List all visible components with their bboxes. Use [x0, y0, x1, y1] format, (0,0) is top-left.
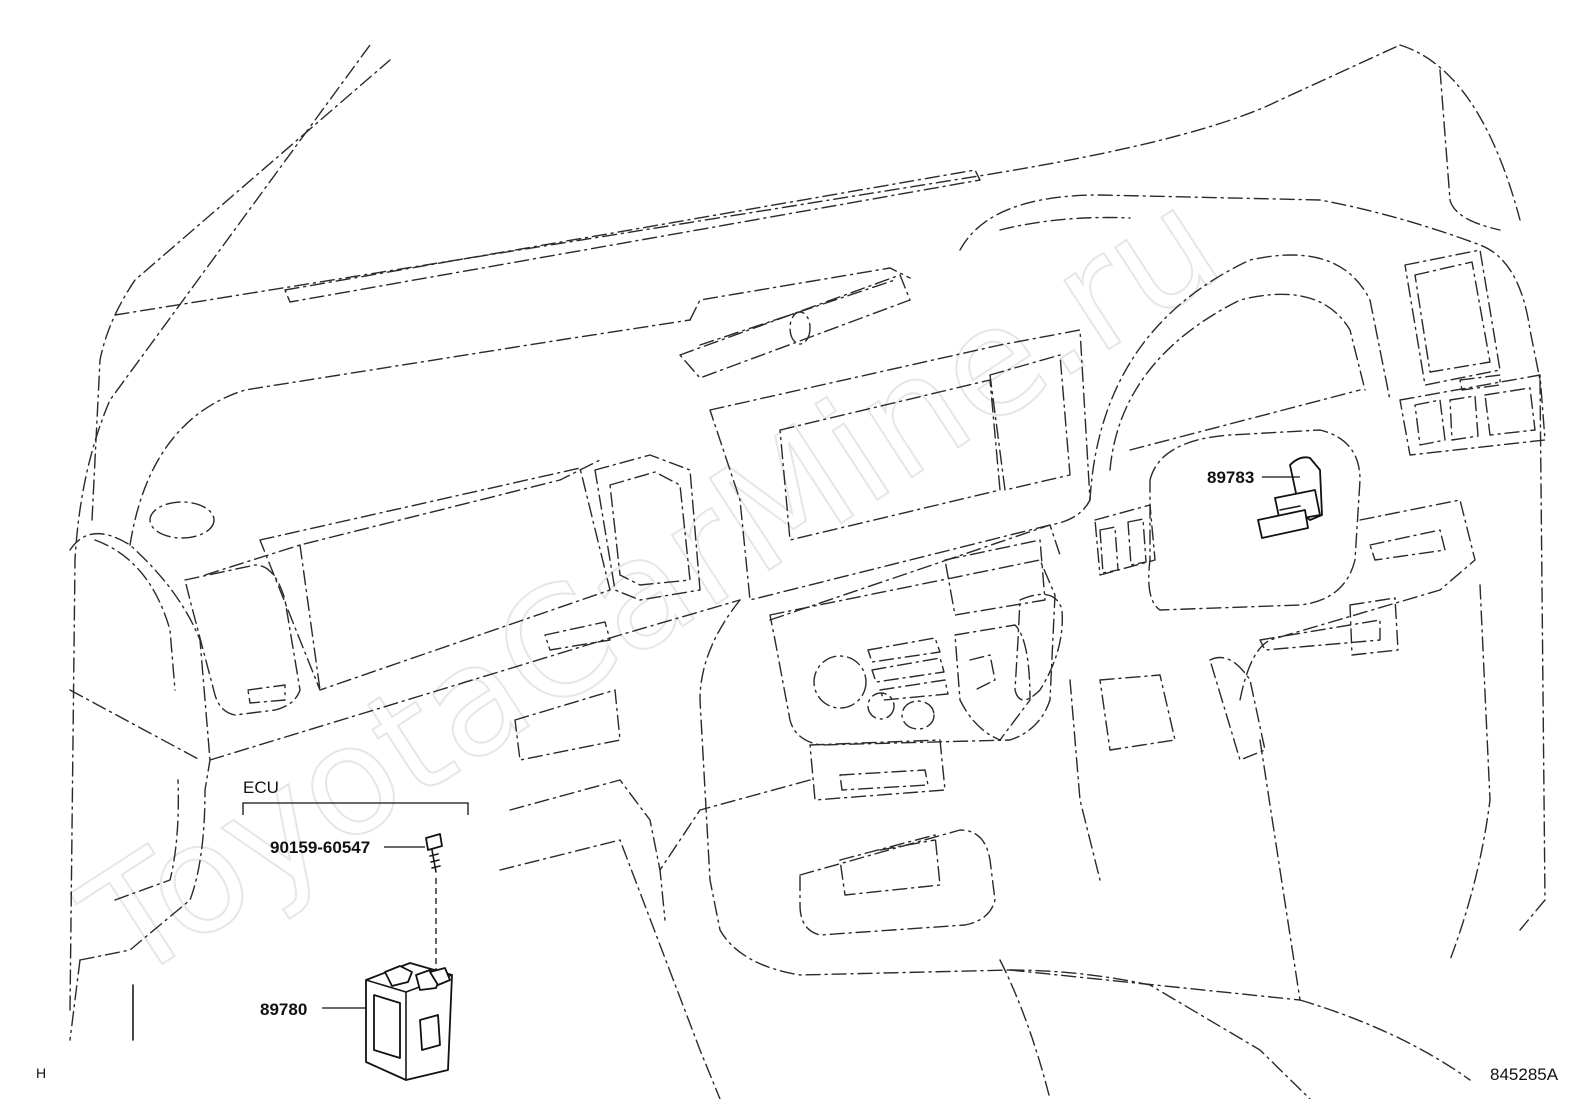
ecu-group-label: ECU — [243, 778, 279, 797]
bolt-90159-60547-part — [425, 833, 443, 873]
ecu-module-89780-part — [365, 962, 453, 1081]
dashboard-outline — [69, 44, 1546, 1099]
bolt-90159-60547-label: 90159-60547 — [270, 838, 370, 857]
ecu-module-89780-label: 89780 — [260, 1000, 307, 1019]
ecu-group-bracket — [242, 802, 469, 815]
sensor-89783-part — [1257, 456, 1323, 539]
corner-mark: H — [36, 1065, 46, 1081]
figure-code: 845285A — [1490, 1065, 1559, 1084]
watermark-text: ToyotaCarMine.ru — [54, 156, 1249, 1016]
sensor-89783-label: 89783 — [1207, 468, 1254, 487]
